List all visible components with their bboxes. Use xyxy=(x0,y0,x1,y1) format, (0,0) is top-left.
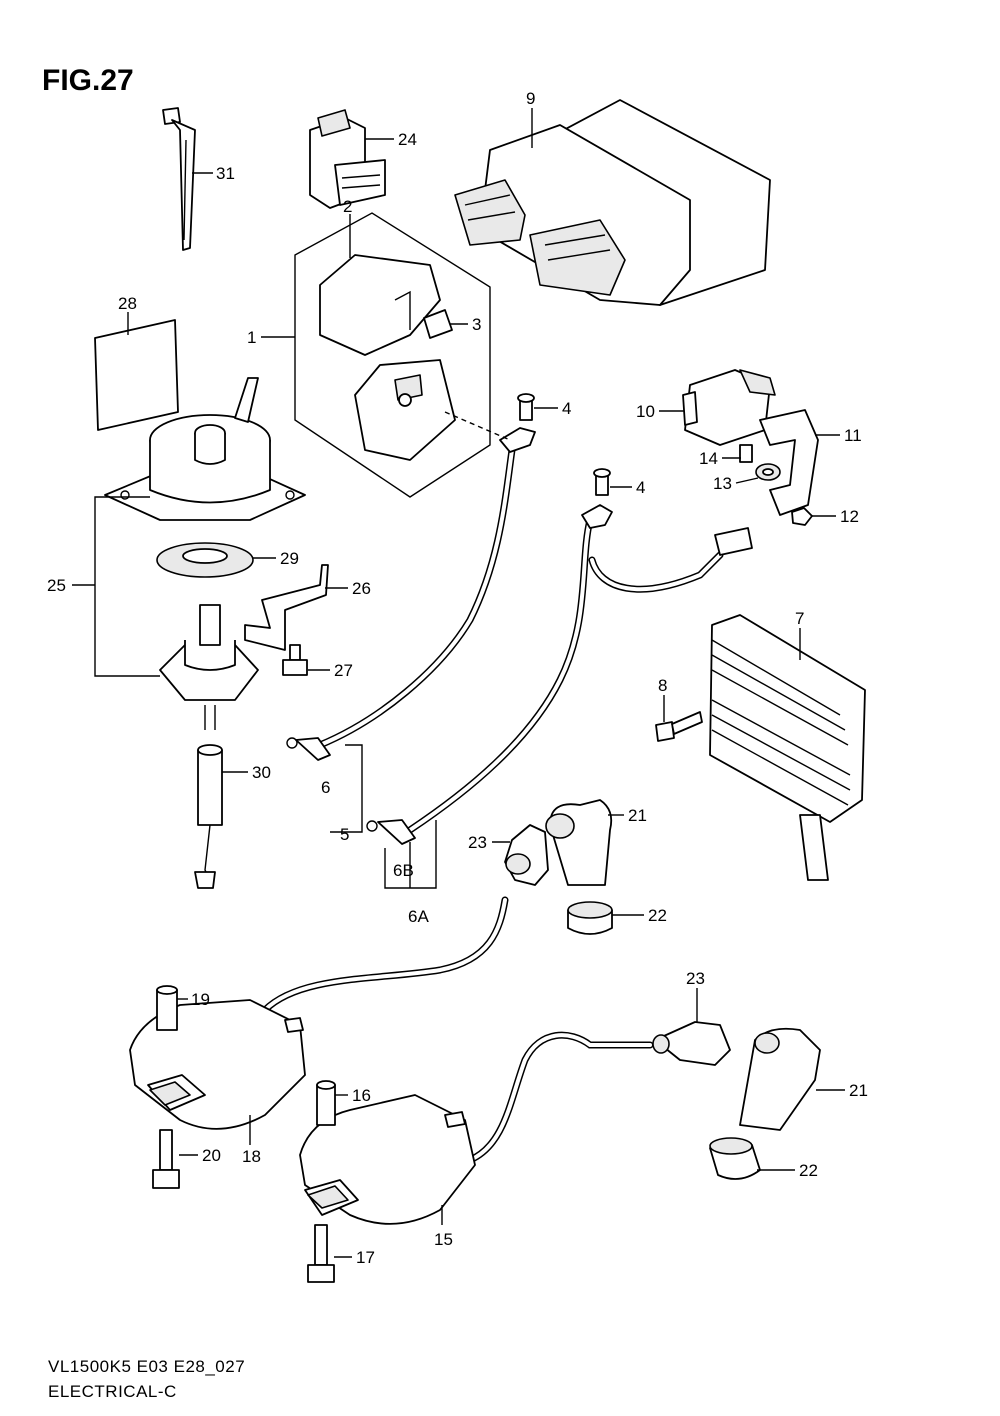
part-13-grommet[interactable] xyxy=(755,463,781,481)
part-2-cover[interactable] xyxy=(319,254,441,356)
part-4-bolt-a[interactable] xyxy=(517,393,535,421)
part-30-spacer[interactable] xyxy=(194,744,223,889)
callout-15: 15 xyxy=(434,1230,453,1249)
callout-13: 13 xyxy=(713,474,732,493)
part-1-starter-relay[interactable] xyxy=(354,359,456,461)
callout-24: 24 xyxy=(398,130,417,149)
callout-25: 25 xyxy=(47,576,66,595)
figure-title: FIG.27 xyxy=(42,64,134,97)
part-16-collar[interactable] xyxy=(316,1080,336,1126)
callout-22a: 22 xyxy=(648,906,667,925)
callout-4a: 4 xyxy=(562,399,571,418)
part-23-cap-upper[interactable] xyxy=(504,824,549,886)
part-25-unit[interactable] xyxy=(104,377,306,521)
callout-6a: 6A xyxy=(408,907,429,926)
part-26-bracket[interactable] xyxy=(244,564,329,651)
callout-28: 28 xyxy=(118,294,137,313)
part-6a-starter-cable[interactable] xyxy=(366,504,753,845)
part-31-cable-tie[interactable] xyxy=(162,107,196,251)
callout-22b: 22 xyxy=(799,1161,818,1180)
part-10-sensor[interactable] xyxy=(682,369,776,446)
part-22-ring-upper[interactable] xyxy=(567,901,613,935)
part-6-battery-cable[interactable] xyxy=(286,427,536,761)
callout-2: 2 xyxy=(343,197,352,216)
callout-27: 27 xyxy=(334,661,353,680)
part-12-nut[interactable] xyxy=(791,507,813,526)
callout-12: 12 xyxy=(840,507,859,526)
callout-21a: 21 xyxy=(628,806,647,825)
callout-1: 1 xyxy=(247,328,256,347)
callout-11: 11 xyxy=(844,426,862,445)
callout-5: 5 xyxy=(340,825,349,844)
leader-13 xyxy=(735,477,759,484)
callout-6: 6 xyxy=(321,778,330,797)
callout-18: 18 xyxy=(242,1147,261,1166)
callout-8: 8 xyxy=(658,676,667,695)
callout-14: 14 xyxy=(699,449,718,468)
callout-31: 31 xyxy=(216,164,235,183)
callout-4b: 4 xyxy=(636,478,645,497)
part-23-cap-lower[interactable] xyxy=(652,1021,731,1066)
callout-3: 3 xyxy=(472,315,481,334)
part-24-relay[interactable] xyxy=(309,109,386,209)
part-8-bolt[interactable] xyxy=(655,711,703,742)
callout-26: 26 xyxy=(352,579,371,598)
callout-9: 9 xyxy=(526,89,535,108)
part-14-bolt[interactable] xyxy=(739,444,753,463)
callout-30: 30 xyxy=(252,763,271,782)
leader-5-6 xyxy=(330,744,363,833)
leader-6a-6b xyxy=(384,820,437,889)
callout-20: 20 xyxy=(202,1146,221,1165)
part-4-bolt-b[interactable] xyxy=(593,468,611,496)
part-20-bolt[interactable] xyxy=(152,1129,180,1189)
footer-section: ELECTRICAL-C xyxy=(48,1382,177,1401)
part-25-mount[interactable] xyxy=(159,604,259,730)
callout-6b: 6B xyxy=(393,861,414,880)
callout-19: 19 xyxy=(191,990,210,1009)
part-27-bolt[interactable] xyxy=(282,644,308,676)
group-1-box xyxy=(294,212,491,498)
callout-29: 29 xyxy=(280,549,299,568)
part-19-collar[interactable] xyxy=(156,985,178,1031)
callout-23a: 23 xyxy=(468,833,487,852)
part-3-fuse[interactable] xyxy=(423,309,453,339)
callout-17: 17 xyxy=(356,1248,375,1267)
part-21-plug-cap-lower[interactable] xyxy=(739,1027,821,1131)
callout-7: 7 xyxy=(795,609,804,628)
part-28-plate[interactable] xyxy=(94,319,179,431)
part-15-ignition-coil[interactable] xyxy=(299,1031,654,1225)
callout-10: 10 xyxy=(636,402,655,421)
leader-25 xyxy=(94,496,160,677)
part-29-washer[interactable] xyxy=(156,542,254,578)
part-18-ignition-coil[interactable] xyxy=(129,896,509,1130)
callout-21b: 21 xyxy=(849,1081,868,1100)
part-7-regulator[interactable] xyxy=(709,614,866,881)
part-21-plug-cap-upper[interactable] xyxy=(545,799,613,886)
part-22-ring-lower[interactable] xyxy=(709,1137,761,1180)
footer-model-code: VL1500K5 E03 E28_027 xyxy=(48,1357,245,1376)
callout-23b: 23 xyxy=(686,969,705,988)
part-11-bracket[interactable] xyxy=(759,409,819,516)
part-17-bolt[interactable] xyxy=(307,1224,335,1283)
callout-16: 16 xyxy=(352,1086,371,1105)
part-9-ecm-unit[interactable] xyxy=(454,99,771,306)
